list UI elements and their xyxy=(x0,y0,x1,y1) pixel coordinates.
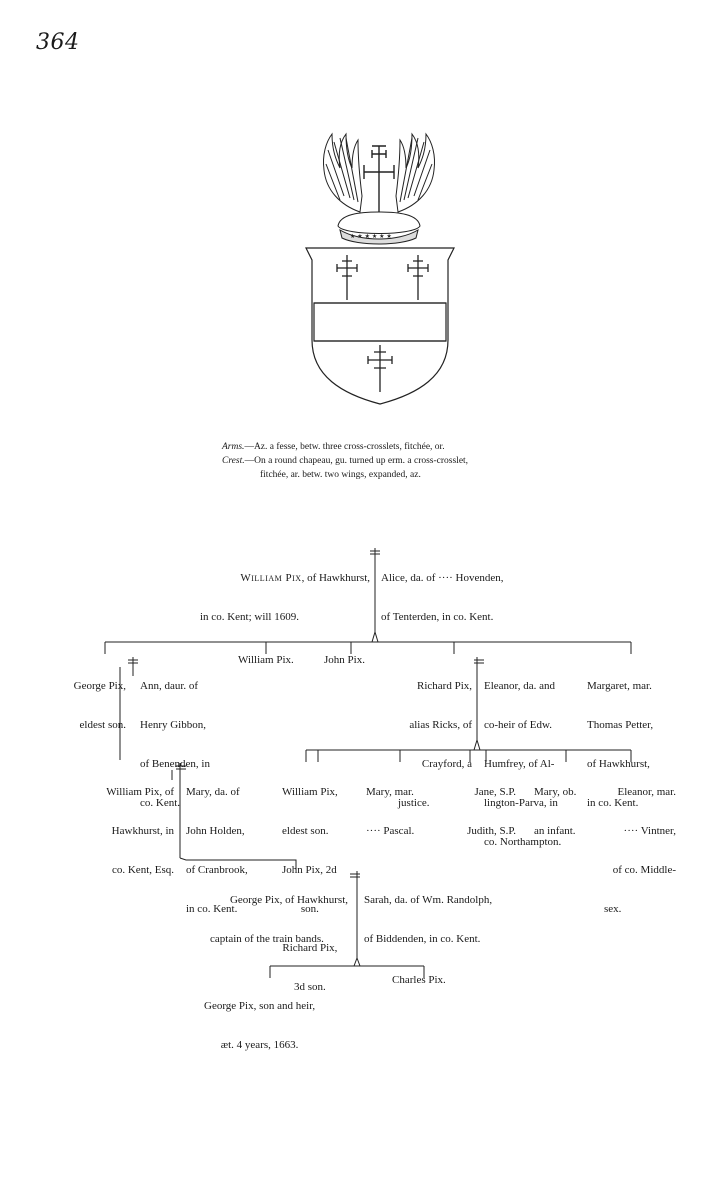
mary-holden-line1: Mary, da. of xyxy=(186,786,240,798)
richard-line2: alias Ricks, of xyxy=(409,719,472,731)
eleanor-vintner-line4: sex. xyxy=(604,903,622,915)
william-pix-senior-rest: , of Hawkhurst, xyxy=(301,572,370,584)
eleanor-line3: Humfrey, of Al- xyxy=(484,758,555,770)
margaret-line1: Margaret, mar. xyxy=(587,680,652,692)
charles-pix: Charles Pix. xyxy=(392,974,446,986)
ann-line3: of Benenden, in xyxy=(140,758,210,770)
sons-of-richard: William Pix, eldest son. John Pix, 2d so… xyxy=(282,760,338,1007)
crest-label: Crest. xyxy=(222,456,245,466)
george-elder-line1: George Pix, xyxy=(73,680,126,692)
eleanor-humfrey: Eleanor, da. and co-heir of Edw. Humfrey… xyxy=(484,654,561,862)
eleanor-line4: lington-Parva, in xyxy=(484,797,558,809)
richard-line4: justice. xyxy=(398,797,430,809)
george-heir-line2: æt. 4 years, 1663. xyxy=(220,1039,299,1051)
william-pix-gen3: William Pix, of Hawkhurst, in co. Kent, … xyxy=(60,760,174,890)
eleanor-line1: Eleanor, da. and xyxy=(484,680,556,692)
william-gen3-line3: co. Kent, Esq. xyxy=(111,864,174,876)
sarah-line2: of Biddenden, in co. Kent. xyxy=(364,933,481,945)
william-pix-senior: William Pix, of Hawkhurst, in co. Kent; … xyxy=(160,546,370,637)
george-pix-gen4: George Pix, of Hawkhurst, captain of the… xyxy=(190,868,348,959)
george-pix-elder: George Pix, eldest son. xyxy=(30,654,126,745)
william-pix-senior-line2: in co. Kent; will 1609. xyxy=(200,611,299,623)
sons-line4: son. xyxy=(300,903,319,915)
george-heir-line1: George Pix, son and heir, xyxy=(204,1000,316,1012)
page-number: 364 xyxy=(36,30,80,55)
mary-pascal-line1: Mary, mar. xyxy=(366,786,414,798)
sons-line2: eldest son. xyxy=(282,825,329,837)
alice-line1: Alice, da. of ···· Hovenden, xyxy=(381,572,504,584)
richard-pix: Richard Pix, alias Ricks, of Crayford, a… xyxy=(380,654,472,823)
crest-text-1: —On a round chapeau, gu. turned up erm. … xyxy=(244,456,469,466)
crest-wings-icon xyxy=(323,132,435,213)
mary-infant: Mary, ob. an infant. xyxy=(534,760,576,851)
mary-infant-line2: an infant. xyxy=(534,825,576,837)
arms-label: Arms. xyxy=(222,442,245,452)
crest-line-2: fitchée, ar. betw. two wings, expanded, … xyxy=(260,470,421,480)
eleanor-vintner-line3: of co. Middle- xyxy=(612,864,676,876)
ann-line4: co. Kent. xyxy=(140,797,181,809)
judith-line: Judith, S.P. xyxy=(467,825,516,837)
coat-of-arms: ★ ★ ★ ★ ★ ★ xyxy=(305,132,455,405)
eleanor-vintner-line2: ···· Vintner, xyxy=(623,825,676,837)
ann-line2: Henry Gibbon, xyxy=(140,719,206,731)
john-pix-gen2: John Pix. xyxy=(324,654,365,666)
sons-line6: 3d son. xyxy=(294,981,326,993)
sons-line1: William Pix, xyxy=(282,786,338,798)
chapeau-icon: ★ ★ ★ ★ ★ ★ xyxy=(337,211,421,245)
mary-holden-line3: of Cranbrook, xyxy=(186,864,248,876)
arms-text: —Az. a fesse, betw. three cross-crosslet… xyxy=(244,442,445,452)
richard-line3: Crayford, a xyxy=(421,758,472,770)
ann-gibbon: Ann, daur. of Henry Gibbon, of Benenden,… xyxy=(140,654,210,823)
margaret-line3: of Hawkhurst, xyxy=(587,758,650,770)
margaret-line4: in co. Kent. xyxy=(587,797,639,809)
mary-holden-line4: in co. Kent. xyxy=(186,903,238,915)
mary-holden-line2: John Holden, xyxy=(186,825,245,837)
mary-pascal: Mary, mar. ···· Pascal. xyxy=(366,760,414,851)
william-pix-senior-line1: William Pix, of Hawkhurst, xyxy=(160,572,370,585)
george-pix-heir: George Pix, son and heir, æt. 4 years, 1… xyxy=(204,974,315,1065)
richard-line1: Richard Pix, xyxy=(417,680,472,692)
shield-icon xyxy=(305,247,455,405)
arms-caption: Arms.—Az. a fesse, betw. three cross-cro… xyxy=(222,440,468,482)
mary-pascal-line2: ···· Pascal. xyxy=(366,825,415,837)
william-pix-gen2: William Pix. xyxy=(238,654,294,666)
shield-cross-crosslets-icon xyxy=(336,255,429,392)
sons-line3: John Pix, 2d xyxy=(282,864,337,876)
william-pix-senior-name: William Pix xyxy=(240,572,302,584)
svg-text:★ ★ ★ ★ ★ ★: ★ ★ ★ ★ ★ ★ xyxy=(350,233,392,240)
arms-line: Arms.—Az. a fesse, betw. three cross-cro… xyxy=(222,440,468,454)
margaret-petter: Margaret, mar. Thomas Petter, of Hawkhur… xyxy=(587,654,653,823)
crest-line: Crest.—On a round chapeau, gu. turned up… xyxy=(222,454,468,468)
alice-hovenden: Alice, da. of ···· Hovenden, of Tenterde… xyxy=(381,546,503,637)
eleanor-line2: co-heir of Edw. xyxy=(484,719,553,731)
george-gen4-line2: captain of the train bands. xyxy=(210,933,324,945)
alice-line2: of Tenterden, in co. Kent. xyxy=(381,611,494,623)
sarah-line1: Sarah, da. of Wm. Randolph, xyxy=(364,894,493,906)
eleanor-vintner-line1: Eleanor, mar. xyxy=(617,786,676,798)
ann-line1: Ann, daur. of xyxy=(140,680,199,692)
sarah-randolph: Sarah, da. of Wm. Randolph, of Biddenden… xyxy=(364,868,492,959)
eleanor-vintner: Eleanor, mar. ···· Vintner, of co. Middl… xyxy=(596,760,676,929)
william-gen3-line1: William Pix, of xyxy=(106,786,174,798)
george-elder-line2: eldest son. xyxy=(79,719,126,731)
mary-holden: Mary, da. of John Holden, of Cranbrook, … xyxy=(186,760,248,929)
sons-line5: Richard Pix, xyxy=(282,942,338,954)
mary-infant-line1: Mary, ob. xyxy=(534,786,577,798)
crest-cross-crosslet-icon xyxy=(363,145,395,214)
william-gen3-line2: Hawkhurst, in xyxy=(111,825,174,837)
jane-judith: Jane, S.P. Judith, S.P. xyxy=(440,760,516,851)
eleanor-line5: co. Northampton. xyxy=(484,836,562,848)
george-gen4-line1: George Pix, of Hawkhurst, xyxy=(229,894,348,906)
jane-line: Jane, S.P. xyxy=(474,786,516,798)
margaret-line2: Thomas Petter, xyxy=(587,719,654,731)
